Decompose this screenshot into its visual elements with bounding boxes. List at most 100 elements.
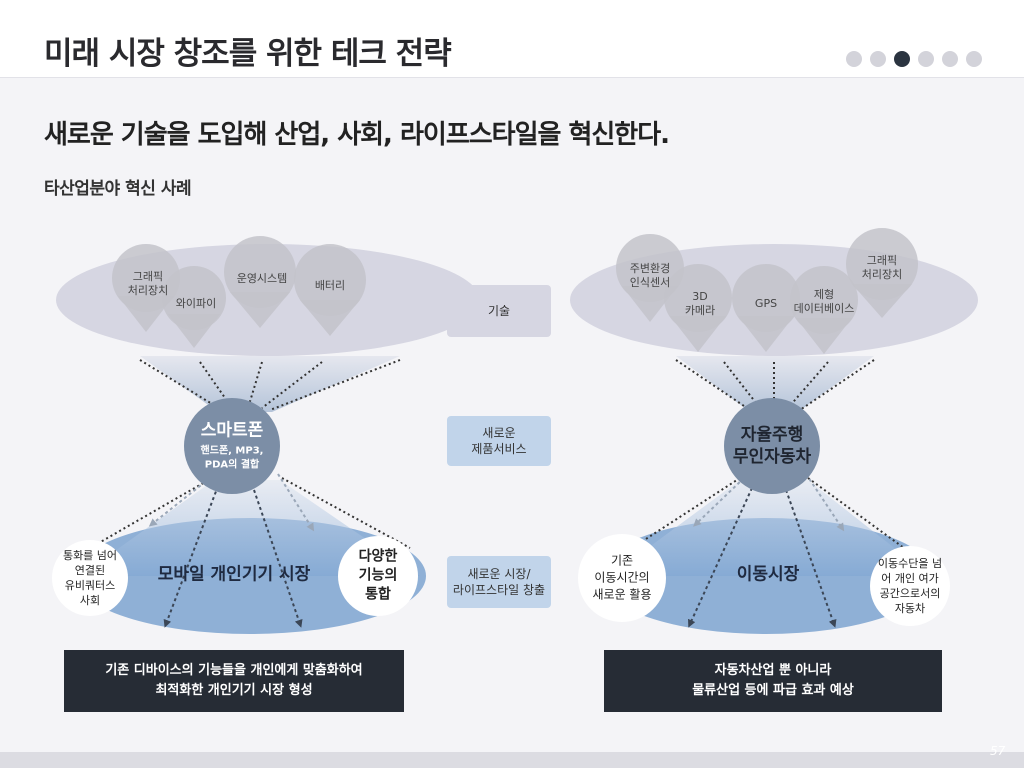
left-arrow: [163, 485, 219, 628]
footer-bar: [0, 752, 1024, 768]
pin-label-line: 카메라: [684, 304, 716, 317]
left-pin-label-graphics: 그래픽 처리장치: [128, 270, 168, 298]
hub-subtitle-line: PDA의 결합: [204, 459, 260, 471]
map-pin-icon: [732, 264, 800, 352]
right-side-label-right: 이동수단을 넘 어 개인 여가 공간으로서의 자동차: [878, 556, 942, 616]
summary-line: 최적화한 개인기기 시장 형성: [155, 683, 313, 698]
side-label-line: 사회: [79, 594, 101, 607]
hub-title: 스마트폰: [200, 420, 264, 441]
right-pin-label-graphics: 그래픽 처리장치: [862, 254, 902, 282]
right-arrow: [693, 477, 745, 527]
pin-label-line: 와이파이: [175, 297, 217, 310]
right-pin-label-gps: GPS: [755, 297, 777, 311]
side-label-line: 통화를 넘어: [62, 549, 118, 562]
pin-label-line: 배터리: [314, 279, 346, 292]
slide-title: 미래 시장 창조를 위한 테크 전략: [44, 36, 452, 72]
left-summary-box: 기존 디바이스의 기능들을 개인에게 맞춤화하여 최적화한 개인기기 시장 형성: [64, 650, 404, 712]
center-tag-new-market: 새로운 시장/ 라이프스타일 창출: [447, 556, 551, 608]
page-dot[interactable]: [966, 51, 982, 67]
center-tag-line: 새로운 시장/: [467, 567, 531, 581]
map-pin-icon: [224, 236, 296, 328]
center-tag-technology: 기술: [447, 285, 551, 337]
center-tag-line: 라이프스타일 창출: [452, 583, 546, 597]
left-bottom-beam: [80, 480, 420, 576]
slide-header: 미래 시장 창조를 위한 테크 전략: [0, 0, 1024, 78]
left-side-label-left: 통화를 넘어 연결된 유비쿼터스 사회: [63, 548, 117, 608]
map-pin-icon: [162, 266, 226, 348]
page-dot[interactable]: [870, 51, 886, 67]
page-dot[interactable]: [846, 51, 862, 67]
side-label-line: 이동시간의: [594, 570, 650, 585]
summary-line: 자동차산업 뿐 아니라: [714, 663, 832, 678]
side-label-line: 유비쿼터스: [64, 579, 116, 592]
left-side-label-right: 다양한 기능의 통합: [359, 548, 398, 605]
side-label-line: 자동차: [894, 602, 926, 615]
side-label-line: 공간으로서의: [879, 587, 941, 600]
pin-label-line: 인식센서: [629, 276, 671, 289]
map-pin-icon: [294, 244, 366, 336]
left-arrow: [277, 473, 315, 532]
right-diagram: [570, 228, 978, 634]
summary-line: 기존 디바이스의 기능들을 개인에게 맞춤화하여: [105, 663, 363, 678]
right-hub-circle: [724, 398, 820, 494]
summary-line: 물류산업 등에 파급 효과 예상: [692, 683, 854, 698]
left-market-label: 모바일 개인기기 시장: [157, 564, 311, 585]
left-side-circle-right: [338, 536, 418, 616]
right-hub-label: 자율주행 무인자동차: [733, 424, 811, 468]
left-pin-label-wifi: 와이파이: [176, 297, 216, 311]
left-diagram: [52, 236, 480, 634]
left-side-circle-left: [52, 540, 128, 616]
pin-label-line: 데이터베이스: [793, 302, 855, 315]
page-indicator: [846, 51, 982, 67]
side-label-line: 다양한: [358, 548, 398, 565]
right-side-label-left: 기존 이동시간의 새로운 활용: [592, 553, 651, 604]
pin-label-line: 운영시스템: [236, 272, 288, 285]
right-pin-label-3d-camera: 3D 카메라: [685, 290, 715, 318]
map-pin-icon: [790, 266, 858, 354]
pin-label-line: 주변환경: [629, 262, 671, 275]
subhead: 타산업분야 혁신 사례: [44, 179, 192, 199]
left-pin-label-battery: 배터리: [315, 279, 345, 293]
pin-label-line: 3D: [692, 290, 708, 303]
page-number: 57: [990, 744, 1006, 758]
right-side-circle-left: [578, 534, 666, 622]
page-dot-active[interactable]: [894, 51, 910, 67]
hub-title-line: 자율주행: [740, 425, 804, 445]
center-tag-line: 새로운: [482, 426, 516, 440]
page-dot[interactable]: [918, 51, 934, 67]
pin-label-line: 처리장치: [861, 268, 903, 281]
pin-label-line: 그래픽: [132, 270, 164, 283]
page-dot[interactable]: [942, 51, 958, 67]
left-hub-circle: [184, 398, 280, 494]
pin-label-line: 제형: [813, 288, 835, 301]
side-label-line: 기존: [610, 553, 634, 568]
hub-subtitle-line: 핸드폰, MP3,: [200, 445, 264, 457]
right-pin-label-database: 제형 데이터베이스: [794, 288, 855, 316]
side-label-line: 새로운 활용: [592, 587, 652, 602]
side-label-line: 이동수단을 넘: [877, 557, 943, 570]
left-hub-label: 스마트폰 핸드폰, MP3, PDA의 결합: [201, 420, 264, 473]
center-tag-label: 기술: [487, 304, 511, 318]
right-bottom-beam: [610, 480, 930, 576]
pin-label-line: 그래픽: [866, 254, 898, 267]
left-pin-label-os: 운영시스템: [237, 272, 288, 286]
pin-label-line: GPS: [754, 297, 778, 310]
headline: 새로운 기술을 도입해 산업, 사회, 라이프스타일을 혁신한다.: [44, 120, 670, 150]
right-market-label: 이동시장: [736, 564, 800, 585]
map-pin-icon: [846, 228, 918, 318]
center-tag-line: 제품서비스: [471, 442, 527, 456]
side-label-line: 통합: [365, 586, 391, 603]
right-arrow: [805, 473, 845, 532]
side-label-line: 어 개인 여가: [881, 572, 939, 585]
side-label-line: 연결된: [74, 564, 106, 577]
right-side-circle-right: [870, 546, 950, 626]
side-label-line: 기능의: [358, 567, 398, 584]
right-summary-box: 자동차산업 뿐 아니라 물류산업 등에 파급 효과 예상: [604, 650, 942, 712]
map-pin-icon: [664, 264, 732, 352]
right-arrow: [688, 487, 753, 628]
right-pin-label-sensor: 주변환경 인식센서: [630, 262, 670, 290]
pin-label-line: 처리장치: [127, 284, 169, 297]
left-arrow: [148, 477, 211, 527]
hub-title-line: 무인자동차: [732, 447, 812, 467]
